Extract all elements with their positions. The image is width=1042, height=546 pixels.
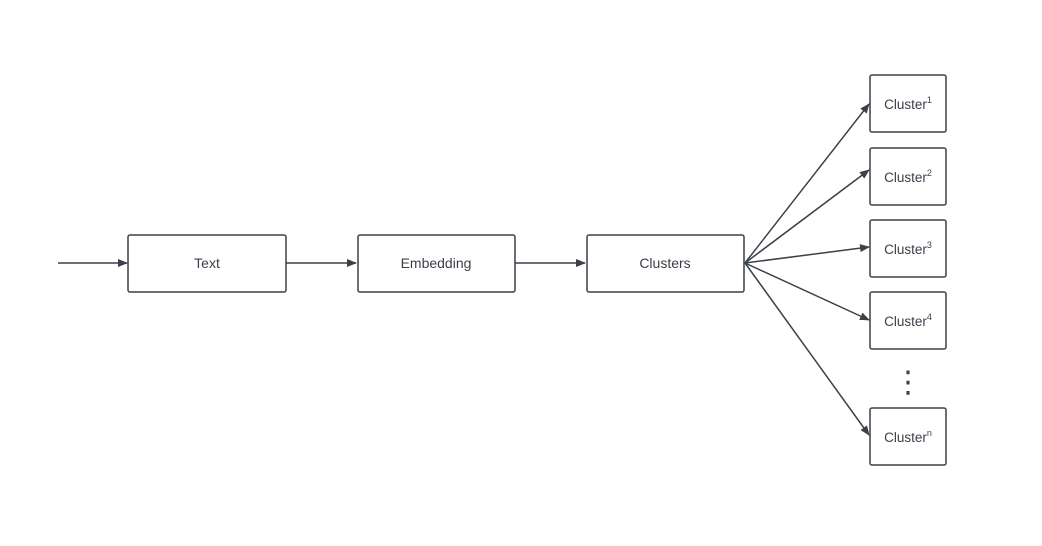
node-clusters-label: Clusters bbox=[639, 255, 690, 271]
node-cluster-3[interactable]: Cluster3 bbox=[869, 219, 947, 278]
edge-clusters-to-cluster-4 bbox=[744, 262, 870, 321]
node-clusters[interactable]: Clusters bbox=[586, 234, 745, 293]
cluster-n-label: Clustern bbox=[884, 428, 932, 445]
node-embedding[interactable]: Embedding bbox=[357, 234, 516, 293]
edge-clusters-to-cluster-3 bbox=[744, 244, 870, 264]
edge-clusters-to-cluster-1 bbox=[744, 103, 870, 264]
node-cluster-2[interactable]: Cluster2 bbox=[869, 147, 947, 206]
cluster-2-label: Cluster2 bbox=[884, 168, 932, 185]
node-embedding-label: Embedding bbox=[401, 255, 472, 271]
cluster-ellipsis: ⋮ bbox=[893, 365, 923, 400]
cluster-1-label: Cluster1 bbox=[884, 95, 932, 112]
edge-clusters-to-cluster-n bbox=[744, 262, 870, 436]
node-text[interactable]: Text bbox=[127, 234, 287, 293]
cluster-4-label: Cluster4 bbox=[884, 312, 932, 329]
node-cluster-4[interactable]: Cluster4 bbox=[869, 291, 947, 350]
node-cluster-n[interactable]: Clustern bbox=[869, 407, 947, 466]
cluster-3-label: Cluster3 bbox=[884, 240, 932, 257]
node-cluster-1[interactable]: Cluster1 bbox=[869, 74, 947, 133]
edge-clusters-to-cluster-2 bbox=[744, 169, 870, 264]
node-text-label: Text bbox=[194, 255, 220, 271]
